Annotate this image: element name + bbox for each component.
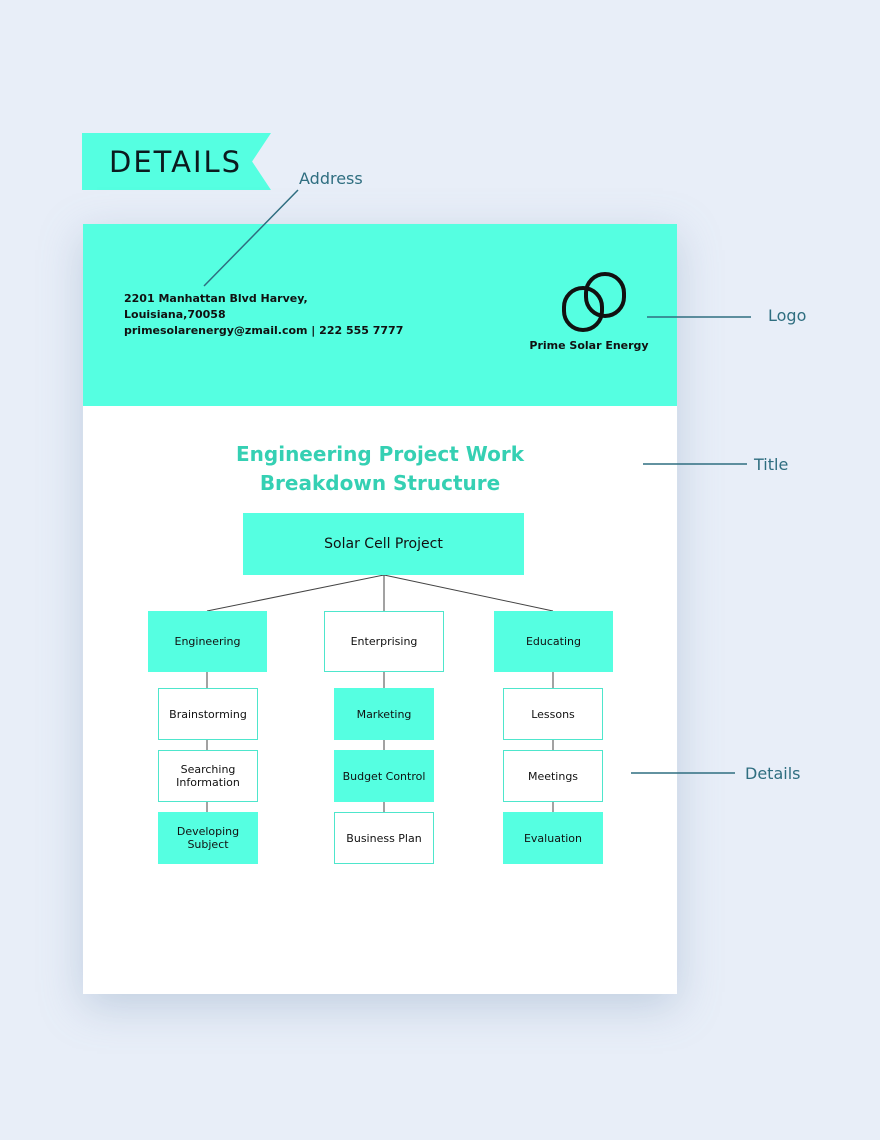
address-line-1: 2201 Manhattan Blvd Harvey, bbox=[124, 292, 308, 305]
branch-engineering: Engineering bbox=[148, 611, 267, 672]
task-brainstorming: Brainstorming bbox=[158, 688, 258, 740]
branch-educating: Educating bbox=[494, 611, 613, 672]
task-budget-control: Budget Control bbox=[334, 750, 434, 802]
ribbon-label: DETAILS bbox=[109, 145, 243, 179]
connector-root-educating bbox=[383, 574, 554, 612]
task-developing-subject: Developing Subject bbox=[158, 812, 258, 864]
title-line-2: Breakdown Structure bbox=[259, 471, 501, 495]
task-marketing: Marketing bbox=[334, 688, 434, 740]
details-ribbon bbox=[82, 133, 271, 190]
task-searching-information: Searching Information bbox=[158, 750, 258, 802]
branch-enterprising: Enterprising bbox=[324, 611, 444, 672]
task-meetings: Meetings bbox=[503, 750, 603, 802]
callout-title: Title bbox=[754, 455, 789, 474]
root-node: Solar Cell Project bbox=[243, 513, 524, 575]
title-line-1: Engineering Project Work bbox=[236, 442, 524, 466]
document-header bbox=[83, 224, 677, 406]
company-logo-icon bbox=[562, 272, 626, 332]
task-business-plan: Business Plan bbox=[334, 812, 434, 864]
callout-line-address bbox=[203, 189, 299, 287]
connector-root-engineering bbox=[206, 574, 385, 612]
document-title: Engineering Project Work Breakdown Struc… bbox=[83, 440, 677, 498]
contact-line: primesolarenergy@zmail.com | 222 555 777… bbox=[124, 324, 404, 337]
company-name: Prime Solar Energy bbox=[529, 339, 649, 352]
callout-logo: Logo bbox=[768, 306, 807, 325]
task-evaluation: Evaluation bbox=[503, 812, 603, 864]
address-line-2: Louisiana,70058 bbox=[124, 308, 226, 321]
callout-details: Details bbox=[745, 764, 801, 783]
task-lessons: Lessons bbox=[503, 688, 603, 740]
callout-address: Address bbox=[299, 169, 363, 188]
